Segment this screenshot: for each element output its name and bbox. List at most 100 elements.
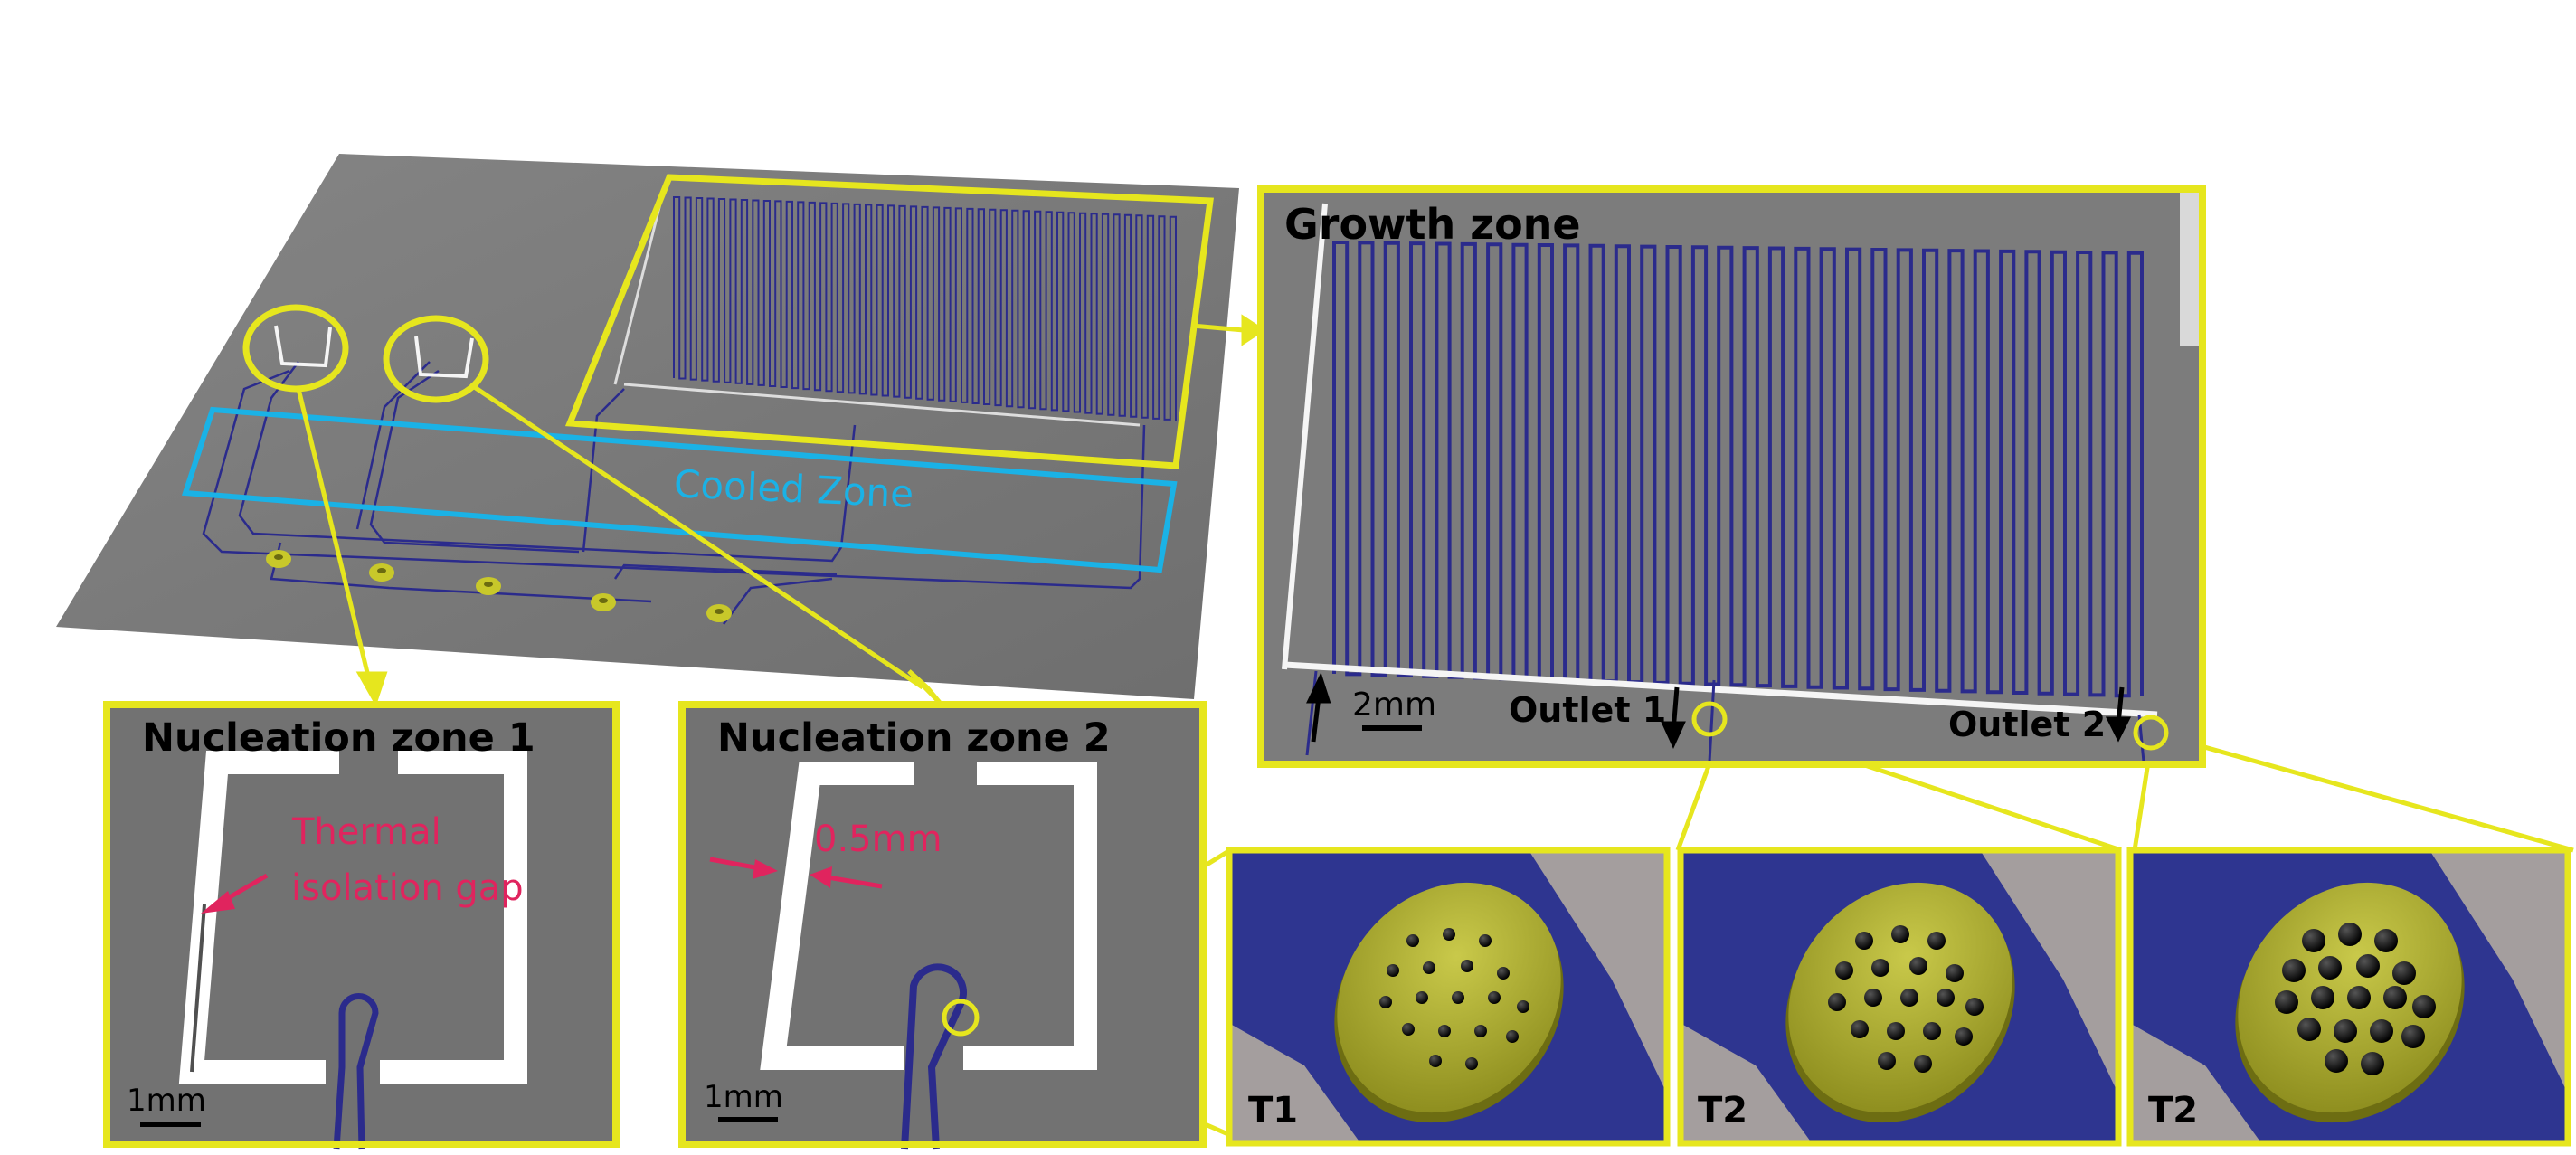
- trapped-bead: [2374, 929, 2398, 952]
- trapped-bead: [1887, 1022, 1905, 1040]
- chip-gap-line: [623, 383, 1141, 427]
- trapped-bead: [1946, 964, 1964, 982]
- trapped-bead: [1423, 961, 1435, 974]
- trap-panel-1: [1226, 847, 1671, 1147]
- trap-panel-2: [1677, 847, 2122, 1147]
- trap-panel-3: [2126, 847, 2571, 1147]
- nucleation-1-channel: [333, 993, 379, 1150]
- trapped-bead: [1871, 959, 1889, 977]
- outlet-2-label: Outlet 2: [1948, 705, 2107, 744]
- nucleation-1-scale-label: 1mm: [127, 1083, 206, 1119]
- trapped-bead: [1914, 1055, 1932, 1073]
- trapped-bead: [1878, 1052, 1896, 1070]
- outlet-2-highlight: [2133, 715, 2169, 751]
- trapped-bead: [1955, 1027, 1973, 1046]
- trapped-bead: [2401, 1025, 2425, 1048]
- thermal-annotation-line1: Thermal: [292, 811, 441, 853]
- trapped-bead: [1461, 960, 1473, 972]
- trapped-bead: [2334, 1019, 2357, 1043]
- trapped-bead: [1937, 989, 1955, 1007]
- outlet-1-highlight: [1691, 701, 1728, 737]
- gap-dimension-arrows: [709, 857, 883, 889]
- nucleation-2-channel: [901, 963, 968, 1150]
- trapped-bead: [1465, 1057, 1478, 1070]
- trapped-bead: [1965, 998, 1984, 1016]
- trapped-bead: [2282, 959, 2306, 982]
- trapped-bead: [1402, 1023, 1415, 1036]
- port: [591, 593, 616, 611]
- trapped-bead: [2392, 961, 2416, 985]
- trapped-bead: [2325, 1049, 2348, 1073]
- port: [706, 604, 732, 622]
- trap-highlight: [942, 999, 980, 1037]
- chip-nucleation-1: [274, 325, 332, 368]
- trap-label-3: T2: [2148, 1090, 2199, 1131]
- trapped-bead: [1864, 989, 1882, 1007]
- nucleation-zone-2-panel: [678, 701, 1207, 1150]
- trapped-bead: [1416, 991, 1428, 1004]
- trapped-bead: [1855, 932, 1873, 950]
- nucleation-zone-1-panel: [103, 701, 620, 1150]
- thermal-annotation-line2: isolation gap: [291, 867, 524, 909]
- growth-zone-panel: [1257, 185, 2206, 768]
- trapped-bead: [2311, 986, 2334, 1009]
- trapped-bead: [1488, 991, 1501, 1004]
- chip-growth-serpentine: [673, 196, 1177, 421]
- trapped-bead: [1438, 1025, 1451, 1037]
- trapped-bead: [1909, 957, 1927, 975]
- port: [476, 577, 501, 595]
- chip-highlights: [242, 174, 1214, 469]
- trapped-bead: [2275, 990, 2298, 1014]
- growth-gap-line: [1283, 661, 2158, 718]
- growth-zone-title: Growth zone: [1284, 200, 1581, 249]
- growth-scale-label: 2mm: [1352, 686, 1437, 724]
- nucleation-2-scale-label: 1mm: [704, 1079, 783, 1115]
- nucleation-1-highlight: [242, 304, 349, 393]
- nucleation-1-title: Nucleation zone 1: [142, 715, 535, 761]
- outlet-highlights: [1691, 701, 2169, 751]
- trapped-bead: [1443, 928, 1455, 941]
- trapped-bead: [1828, 993, 1846, 1011]
- trapped-bead: [2412, 995, 2436, 1018]
- trapped-bead: [1891, 925, 1909, 943]
- trapped-bead: [1406, 934, 1419, 947]
- chip-gap-line: [613, 203, 662, 385]
- trap-panel-border: [1677, 847, 2122, 1147]
- trapped-bead: [1474, 1025, 1487, 1037]
- trapped-bead: [1927, 932, 1946, 950]
- trapped-bead: [1452, 991, 1464, 1004]
- trap-disc: [1337, 882, 1561, 1113]
- serpentine-path: [673, 196, 1177, 421]
- nucleation-2-highlight: [383, 315, 489, 403]
- trapped-bead: [1379, 996, 1392, 1008]
- trapped-bead: [2370, 1019, 2393, 1043]
- trapped-bead: [2361, 1052, 2384, 1075]
- growth-gap-line: [1282, 203, 1328, 670]
- trapped-bead: [2318, 956, 2342, 980]
- trapped-bead: [1429, 1055, 1442, 1067]
- trapped-bead: [1517, 1000, 1530, 1013]
- trapped-bead: [1900, 989, 1918, 1007]
- trapped-bead: [2347, 986, 2371, 1009]
- trapped-bead: [1851, 1020, 1869, 1038]
- trap-panel-border: [1226, 847, 1671, 1147]
- thermal-gap-arrow: [201, 873, 269, 914]
- port: [266, 550, 291, 568]
- trapped-bead: [1835, 961, 1853, 980]
- trapped-bead: [2302, 929, 2325, 952]
- trapped-bead: [2338, 923, 2362, 946]
- outlet-1-label: Outlet 1: [1509, 690, 1667, 730]
- port: [369, 563, 394, 582]
- trapped-bead: [1387, 964, 1399, 977]
- serpentine-path: [1332, 241, 2144, 698]
- trapped-bead: [2297, 1018, 2321, 1041]
- trap-label-1: T1: [1248, 1090, 1299, 1131]
- cooled-zone-label: Cooled Zone: [673, 461, 915, 516]
- cooled-zone-outline: [181, 406, 1178, 573]
- gap-dimension-label: 0.5mm: [814, 819, 942, 860]
- growth-zone-highlight: [564, 174, 1214, 469]
- chip-ports: [266, 550, 732, 622]
- trapped-bead: [1497, 967, 1510, 980]
- growth-serpentine: [1332, 241, 2144, 698]
